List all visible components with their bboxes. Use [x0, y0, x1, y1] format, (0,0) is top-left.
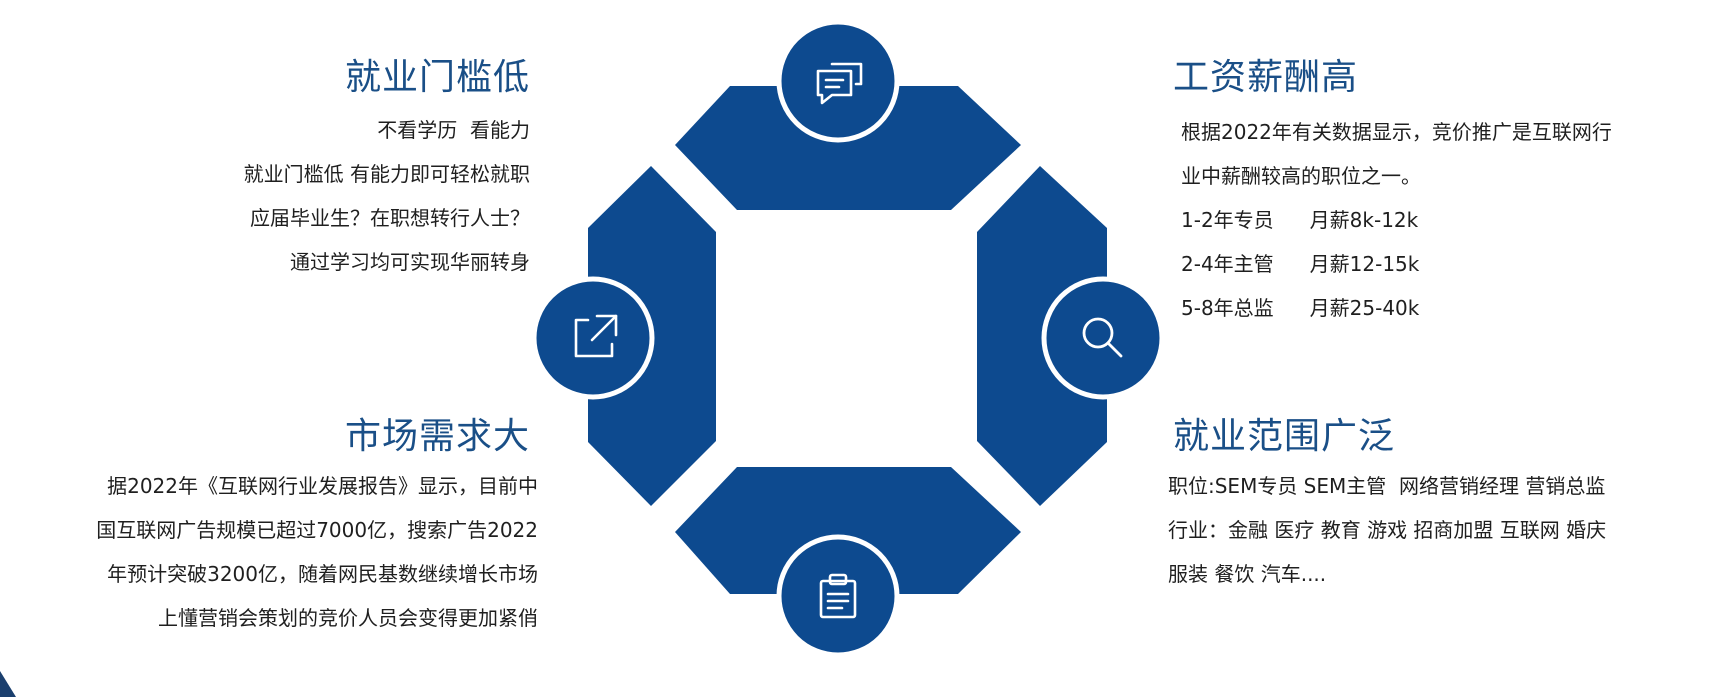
- circle-top: [776, 19, 900, 143]
- corner-decoration: [0, 671, 16, 697]
- external-link-icon: [574, 314, 618, 358]
- salary-role: 1-2年专员: [1181, 208, 1274, 232]
- title-low-threshold: 就业门槛低: [344, 57, 530, 98]
- salary-pay: 月薪8k-12k: [1309, 208, 1419, 232]
- text-line: 通过学习均可实现华丽转身: [290, 250, 530, 274]
- segment-bottom: [675, 467, 1021, 594]
- clipboard-icon: [819, 573, 857, 619]
- salary-role: 5-8年总监: [1181, 296, 1274, 320]
- salary-row: 1-2年专员 月薪8k-12k: [1181, 198, 1681, 242]
- high-salary-text: 根据2022年有关数据显示，竞价推广是互联网行 业中薪酬较高的职位之一。 1-2…: [1181, 110, 1681, 330]
- chat-bubbles-icon: [816, 62, 863, 105]
- wide-scope-text: 职位:SEM专员 SEM主管 网络营销经理 营销总监 行业：金融 医疗 教育 游…: [1168, 464, 1698, 596]
- segment-top: [675, 86, 1021, 210]
- text-line: 行业：金融 医疗 教育 游戏 招商加盟 互联网 婚庆: [1168, 518, 1607, 542]
- text-line: 应届毕业生？在职想转行人士？: [250, 206, 530, 230]
- salary-row: 5-8年总监 月薪25-40k: [1181, 286, 1681, 330]
- salary-pay: 月薪12-15k: [1309, 252, 1420, 276]
- text-line: 业中薪酬较高的职位之一。: [1181, 164, 1421, 188]
- low-threshold-text: 不看学历 看能力 就业门槛低 有能力即可轻松就职 应届毕业生？在职想转行人士？ …: [140, 108, 530, 284]
- text-line: 职位:SEM专员 SEM主管 网络营销经理 营销总监: [1168, 474, 1606, 498]
- text-line: 不看学历 看能力: [377, 118, 530, 142]
- salary-row: 2-4年主管 月薪12-15k: [1181, 242, 1681, 286]
- title-high-salary: 工资薪酬高: [1173, 57, 1359, 98]
- title-wide-scope: 就业范围广泛: [1173, 416, 1396, 457]
- search-icon: [1082, 317, 1123, 358]
- text-line: 上懂营销会策划的竞价人员会变得更加紧俏: [158, 606, 538, 630]
- text-line: 国互联网广告规模已超过7000亿，搜索广告2022: [96, 518, 538, 542]
- text-line: 根据2022年有关数据显示，竞价推广是互联网行: [1181, 120, 1612, 144]
- text-line: 服装 餐饮 汽车....: [1168, 562, 1327, 586]
- text-line: 年预计突破3200亿，随着网民基数继续增长市场: [107, 562, 538, 586]
- circle-right: [1041, 276, 1165, 400]
- high-demand-text: 据2022年《互联网行业发展报告》显示，目前中 国互联网广告规模已超过7000亿…: [20, 464, 538, 640]
- title-high-demand: 市场需求大: [344, 416, 530, 457]
- text-line: 就业门槛低 有能力即可轻松就职: [243, 162, 530, 186]
- circle-left: [531, 276, 655, 400]
- salary-role: 2-4年主管: [1181, 252, 1274, 276]
- text-line: 据2022年《互联网行业发展报告》显示，目前中: [107, 474, 538, 498]
- circle-bottom: [776, 534, 900, 658]
- salary-pay: 月薪25-40k: [1309, 296, 1420, 320]
